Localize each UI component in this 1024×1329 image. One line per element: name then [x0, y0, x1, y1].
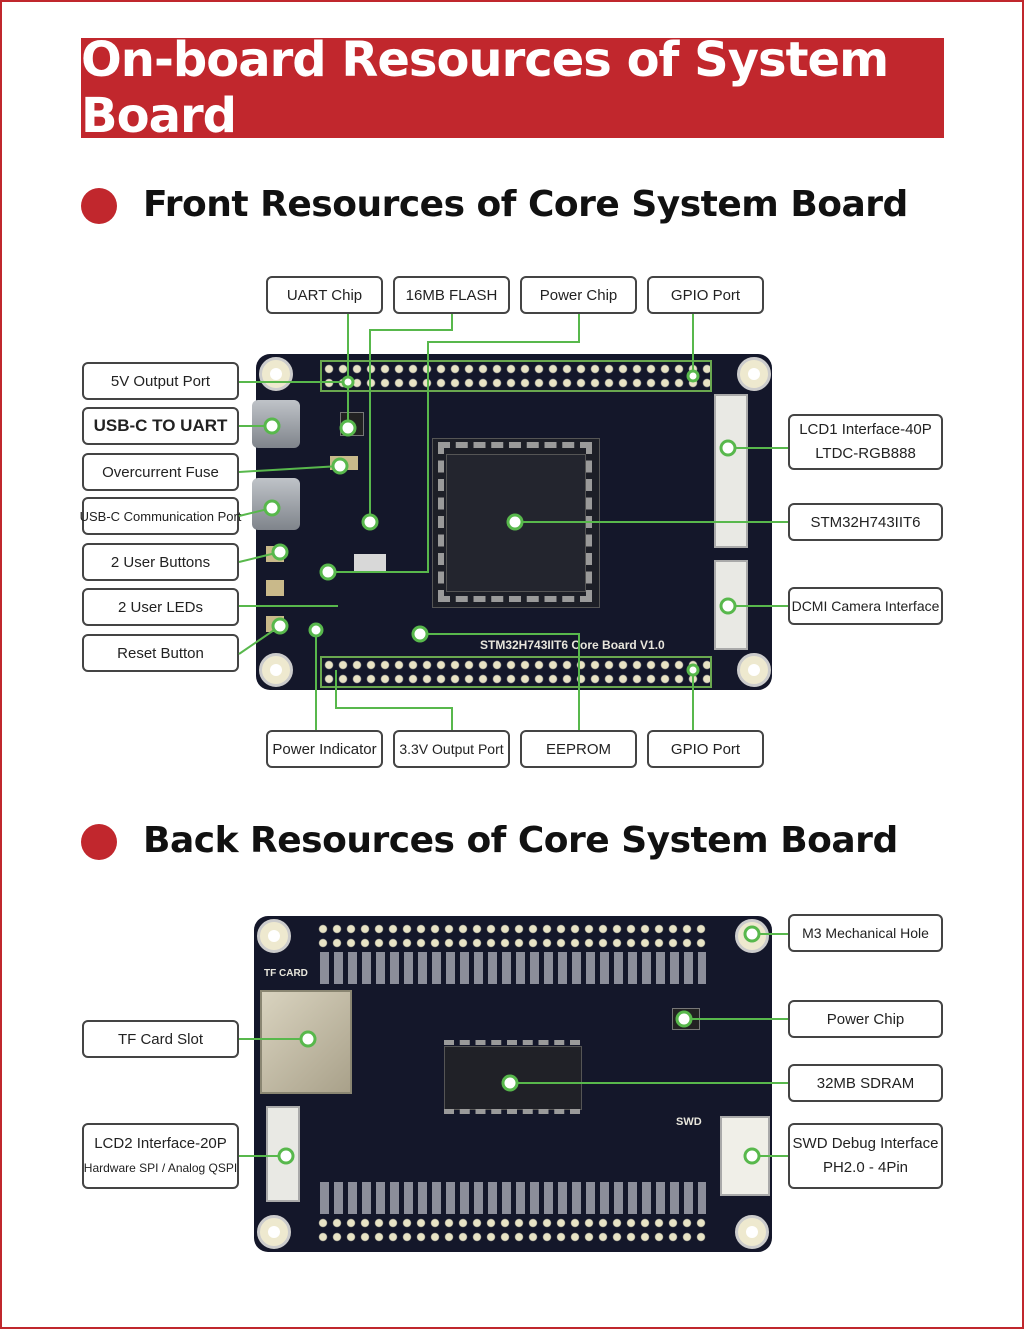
- page-banner: On-board Resources of System Board: [81, 32, 944, 144]
- dcmi-connector: [714, 560, 748, 650]
- label-power-chip-front: Power Chip: [520, 276, 637, 314]
- label-usbc-to-uart: USB-C TO UART: [82, 407, 239, 445]
- tf-card-slot: [260, 990, 352, 1094]
- lcd1-line1: LCD1 Interface-40P: [799, 421, 932, 438]
- back-board-image: TF CARD SWD: [254, 916, 772, 1252]
- front-section-bullet: [81, 188, 117, 224]
- label-5v-output-port: 5V Output Port: [82, 362, 239, 400]
- usbc-uart-connector: [252, 400, 300, 448]
- front-board-image: STM32H743IIT6 Core Board V1.0: [252, 354, 772, 690]
- user-button: [266, 580, 284, 596]
- label-dcmi-camera: DCMI Camera Interface: [788, 587, 943, 625]
- usbc-comm-connector: [252, 478, 300, 530]
- label-3v3-output-port: 3.3V Output Port: [393, 730, 510, 768]
- mcu-die: [446, 454, 586, 592]
- label-user-leds: 2 User LEDs: [82, 588, 239, 626]
- label-m3-mechanical-hole: M3 Mechanical Hole: [788, 914, 943, 952]
- back-section-bullet: [81, 824, 117, 860]
- silk-swd: SWD: [676, 1116, 702, 1128]
- mounting-hole: [735, 1215, 769, 1249]
- power-chip-back-component: [672, 1008, 700, 1030]
- sdram-pins: [444, 1040, 580, 1114]
- label-uart-chip: UART Chip: [266, 276, 383, 314]
- label-power-chip-back: Power Chip: [788, 1000, 943, 1038]
- label-lcd2-interface: LCD2 Interface-20P Hardware SPI / Analog…: [82, 1123, 239, 1189]
- label-16mb-flash: 16MB FLASH: [393, 276, 510, 314]
- lcd2-line2: Hardware SPI / Analog QSPI: [83, 1161, 238, 1175]
- label-gpio-port-top: GPIO Port: [647, 276, 764, 314]
- gpio-pins-top: [316, 922, 708, 950]
- lcd2-fpc-connector: [266, 1106, 300, 1202]
- label-power-indicator: Power Indicator: [266, 730, 383, 768]
- lcd2-line1: LCD2 Interface-20P: [94, 1135, 227, 1152]
- gpio-pins-bottom: [316, 1216, 708, 1244]
- label-usbc-communication-port: USB-C Communication Port: [80, 497, 241, 535]
- label-tf-card-slot: TF Card Slot: [82, 1020, 239, 1058]
- silk-tf-card: TF CARD: [264, 968, 308, 979]
- lcd1-line2: LTDC-RGB888: [815, 445, 916, 462]
- label-mcu: STM32H743IIT6: [788, 503, 943, 541]
- swd-line1: SWD Debug Interface: [792, 1135, 939, 1152]
- label-gpio-port-bottom: GPIO Port: [647, 730, 764, 768]
- fuse-component: [330, 456, 358, 470]
- reset-button: [266, 616, 284, 632]
- mounting-hole: [737, 357, 771, 391]
- label-overcurrent-fuse: Overcurrent Fuse: [82, 453, 239, 491]
- label-lcd1-interface: LCD1 Interface-40P LTDC-RGB888: [788, 414, 943, 470]
- crystal-component: [354, 554, 386, 572]
- label-eeprom: EEPROM: [520, 730, 637, 768]
- gpio-header-bottom: [320, 656, 712, 688]
- mounting-hole: [737, 653, 771, 687]
- front-section-title: Front Resources of Core System Board: [143, 184, 908, 225]
- swd-line2: PH2.0 - 4Pin: [822, 1159, 909, 1176]
- label-32mb-sdram: 32MB SDRAM: [788, 1064, 943, 1102]
- back-section-title: Back Resources of Core System Board: [143, 820, 898, 861]
- label-swd-debug: SWD Debug Interface PH2.0 - 4Pin: [788, 1123, 943, 1189]
- lcd1-fpc-connector: [714, 394, 748, 548]
- uart-chip-component: [340, 412, 364, 436]
- label-user-buttons: 2 User Buttons: [82, 543, 239, 581]
- board-silk-label: STM32H743IIT6 Core Board V1.0: [480, 638, 665, 652]
- mounting-hole: [259, 653, 293, 687]
- label-reset-button: Reset Button: [82, 634, 239, 672]
- mounting-hole: [257, 919, 291, 953]
- user-button: [266, 546, 284, 562]
- gpio-silk-top: [320, 952, 706, 984]
- swd-connector: [720, 1116, 770, 1196]
- gpio-header-top: [320, 360, 712, 392]
- banner-title: On-board Resources of System Board: [81, 32, 889, 144]
- gpio-silk-bottom: [320, 1182, 706, 1214]
- mounting-hole: [257, 1215, 291, 1249]
- mounting-hole: [259, 357, 293, 391]
- m3-mechanical-hole: [735, 919, 769, 953]
